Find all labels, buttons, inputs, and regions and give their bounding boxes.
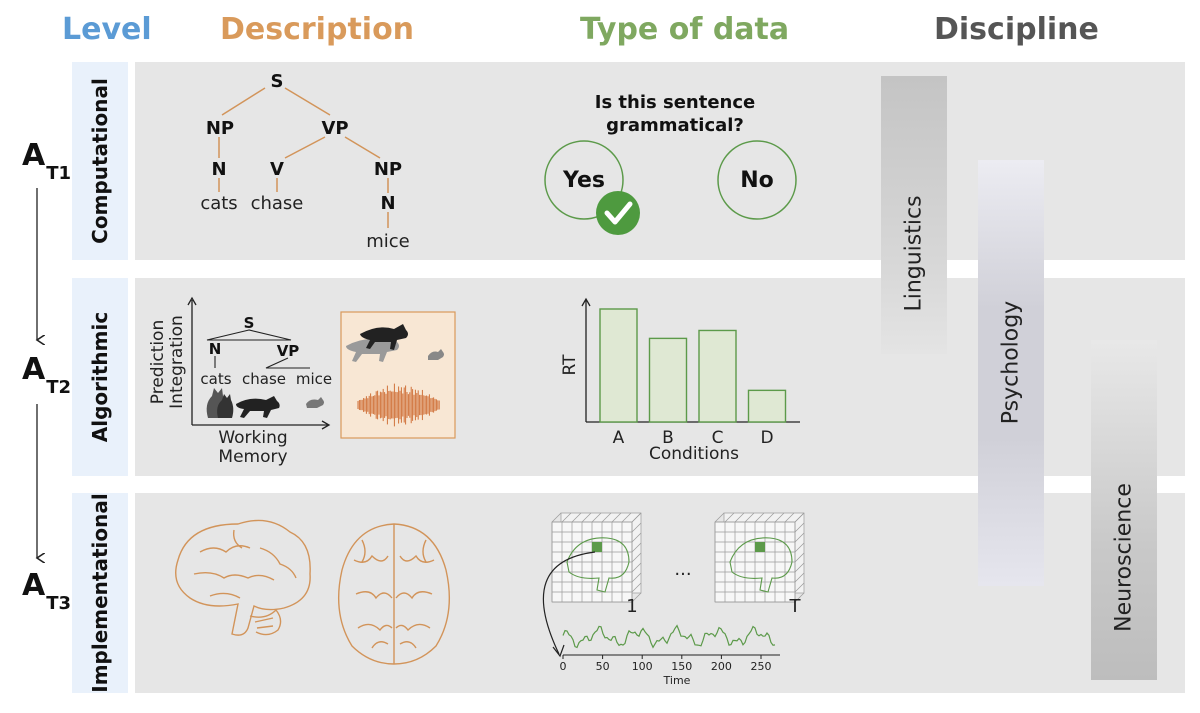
tree-node-v: V: [270, 159, 284, 180]
implementational-content: 1 ... T 0 50 100 150 200 250 Time: [175, 512, 805, 687]
running-cat-icon: [236, 396, 280, 418]
alg-xaxis-line1: Working: [218, 428, 287, 448]
discipline-bar-linguistics: Linguistics: [881, 76, 947, 354]
rt-category-label-A: A: [613, 428, 625, 448]
timeseries-line: [562, 624, 776, 649]
timeseries-tick-100: 100: [632, 660, 653, 673]
timeseries-tick-50: 50: [596, 660, 610, 673]
tree-word-cats: cats: [200, 193, 237, 214]
alg-xaxis-line2: Memory: [218, 447, 287, 467]
rt-bar-C: [698, 329, 737, 423]
mouse-icon: [306, 397, 324, 408]
tree-node-s: S: [271, 71, 284, 92]
no-circle: [717, 140, 797, 220]
voxel-volume-t: [714, 512, 805, 603]
sound-waveform: [357, 383, 440, 427]
rt-category-label-D: D: [760, 428, 773, 448]
description-header: Description: [220, 12, 415, 47]
voxel-to-timeseries-arrow: [542, 551, 596, 655]
question-line1: Is this sentence: [595, 92, 756, 113]
yes-circle: [544, 140, 624, 220]
tree-node-n2: N: [380, 193, 395, 214]
level-box-implementational: Implementational: [72, 493, 128, 693]
active-voxel: [592, 542, 602, 552]
volume-dots: ...: [674, 559, 691, 580]
timeseries-tick-0: 0: [560, 660, 567, 673]
rt-ylabel: RT: [560, 354, 580, 376]
mini-tree-triangle-s: [206, 329, 292, 341]
rt-category-label-C: C: [712, 428, 724, 448]
alg-yaxis-line2: Integration: [167, 315, 187, 409]
algorithmic-content: Prediction Integration Working Memory S …: [148, 296, 800, 467]
level-header: Level: [62, 12, 152, 47]
sitting-cat-icon-2: [217, 394, 234, 418]
panel-cat-grey-icon: [346, 336, 399, 362]
panel-mouse-icon: [428, 349, 444, 360]
tree-word-mice: mice: [366, 231, 410, 252]
tree-word-chase: chase: [251, 193, 304, 214]
alg-axes: [187, 296, 331, 430]
volume-index-first: 1: [626, 596, 637, 617]
discipline-bar-psychology: Psychology: [978, 160, 1044, 586]
brain-side-icon: [175, 519, 311, 636]
cat-icons: [206, 388, 324, 418]
timeseries-tick-150: 150: [671, 660, 692, 673]
discipline-label-psychology: Psychology: [998, 300, 1024, 425]
a-t3-label: AT3: [22, 568, 72, 614]
level-box-algorithmic: Algorithmic: [72, 278, 128, 476]
mini-tree-triangle-vp: [265, 357, 310, 369]
mini-tree-cats: cats: [200, 370, 231, 388]
level-box-computational: Computational: [72, 62, 128, 260]
alg-yaxis-line1: Prediction: [148, 320, 168, 404]
tree-node-np: NP: [206, 118, 234, 139]
yes-label: Yes: [562, 168, 605, 193]
rt-category-label-B: B: [662, 428, 674, 448]
voxel-volume-1: [551, 512, 642, 603]
mini-tree-s: S: [244, 314, 255, 332]
rt-bar-B: [648, 337, 688, 423]
question-line2: grammatical?: [606, 115, 744, 136]
bold-timeseries: 0 50 100 150 200 250 Time: [560, 624, 780, 687]
timeseries-xlabel: Time: [663, 674, 691, 687]
tree-node-np2: NP: [374, 159, 402, 180]
a-t2-label: AT2: [22, 352, 72, 398]
rt-bar-D: [747, 389, 787, 423]
discipline-label-linguistics: Linguistics: [901, 195, 927, 312]
timeseries-tick-200: 200: [711, 660, 732, 673]
rt-bar-A: [599, 308, 638, 423]
rt-xlabel: Conditions: [649, 444, 739, 464]
mini-tree-mice: mice: [296, 370, 332, 388]
level-arrows: [0, 188, 80, 713]
discipline-bar-neuroscience: Neuroscience: [1091, 340, 1157, 680]
timeseries-tick-250: 250: [751, 660, 772, 673]
check-mark: [604, 201, 633, 225]
brain-top-icon: [337, 523, 451, 665]
discipline-label-neuroscience: Neuroscience: [1111, 483, 1137, 632]
panel-cat-black-icon: [360, 324, 408, 350]
active-voxel: [755, 542, 765, 552]
volume-index-last: T: [789, 596, 802, 617]
mini-tree-chase: chase: [242, 370, 286, 388]
type-of-data-header: Type of data: [580, 12, 790, 47]
no-label: No: [740, 168, 774, 193]
discipline-header: Discipline: [934, 12, 1099, 47]
mini-tree-n: N: [209, 340, 222, 358]
rt-bar-chart: RT A B C D Conditions: [560, 297, 800, 464]
mini-tree-vp: VP: [277, 342, 300, 360]
tree-node-vp: VP: [321, 118, 348, 139]
a-t1-label: AT1: [22, 138, 72, 184]
tree-node-n: N: [211, 159, 226, 180]
syntax-tree-lines: [218, 87, 389, 228]
computational-content: S NP VP N V NP N cats chase mice Is this…: [200, 71, 797, 252]
